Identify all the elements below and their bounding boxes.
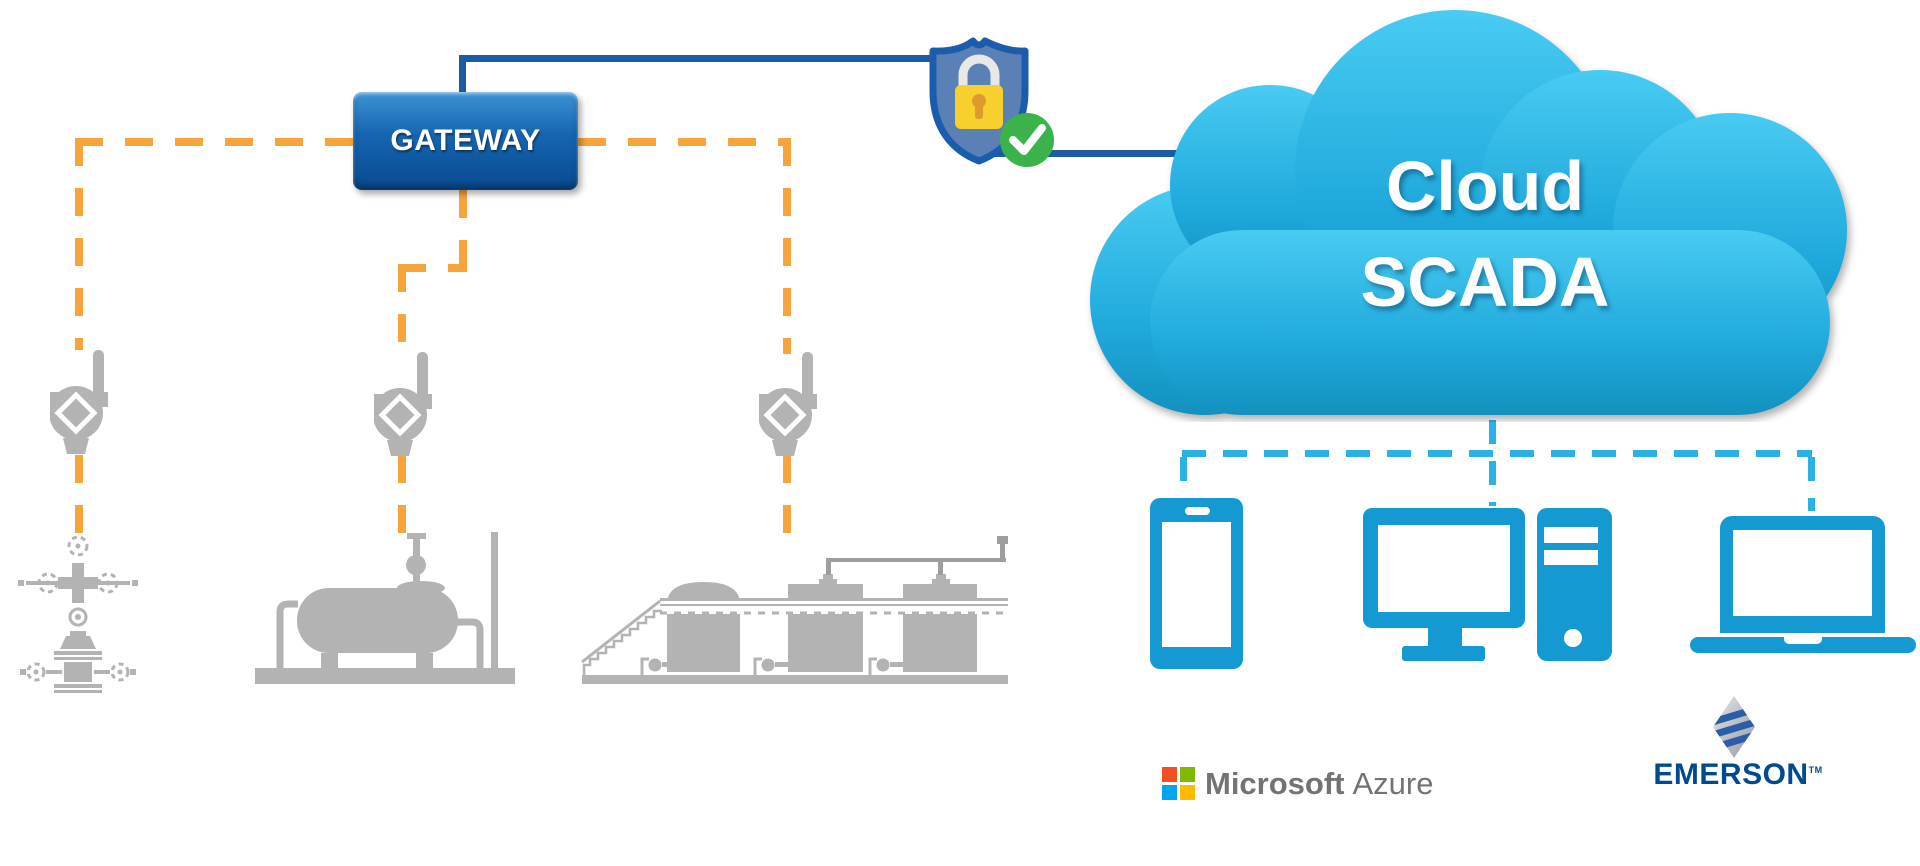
- emerson-wordmark: EMERSON: [1653, 758, 1809, 791]
- monitor-screen: [1378, 525, 1510, 612]
- emerson-diamond-icon: [1713, 696, 1755, 758]
- storage-tank-icon: [255, 532, 515, 684]
- gateway-node: GATEWAY: [353, 92, 578, 190]
- laptop-screen: [1733, 530, 1872, 616]
- monitor-stand-base: [1402, 646, 1485, 661]
- smartphone-icon: [1150, 498, 1243, 669]
- check-circle-icon: [1000, 113, 1054, 167]
- phone-screen: [1162, 522, 1231, 647]
- cloud-title-line2: SCADA: [1360, 243, 1610, 321]
- azure-word-azure: Azure: [1352, 766, 1434, 801]
- microsoft-square-green: [1180, 767, 1195, 782]
- laptop-icon: [1720, 516, 1885, 633]
- computer-tower-icon: [1537, 508, 1612, 661]
- microsoft-square-blue: [1162, 785, 1177, 800]
- monitor-stand-neck: [1428, 628, 1462, 646]
- flow-meter-icon: [18, 535, 138, 693]
- wireless-path-mid-vertical2: [398, 264, 406, 354]
- gateway-label: GATEWAY: [390, 124, 541, 157]
- shield-lock-icon: [929, 37, 1054, 167]
- cloud-icon: [1090, 10, 1847, 415]
- tank-farm-icon: [581, 536, 1008, 684]
- wireless-transmitter-icon: [374, 352, 432, 456]
- azure-word-microsoft: Microsoft: [1205, 766, 1345, 801]
- tower-power-button: [1564, 629, 1582, 647]
- wireless-path-right-vertical: [783, 138, 791, 354]
- laptop-base: [1690, 637, 1916, 653]
- transmitter1-drop: [75, 455, 83, 537]
- wireless-path-mid-vertical1: [459, 190, 467, 268]
- tower-drive-slot: [1544, 550, 1598, 565]
- cloud-title: Cloud SCADA: [1160, 138, 1810, 330]
- wireless-path-right-horizontal: [578, 138, 791, 146]
- cloud-drop-line: [1489, 420, 1496, 506]
- microsoft-squares-icon: [1162, 767, 1177, 782]
- gateway-uplink-line: [459, 55, 466, 95]
- phone-drop-line: [1180, 457, 1187, 499]
- shield-to-cloud-line: [988, 150, 1185, 157]
- gateway-to-shield-line: [459, 55, 992, 62]
- cloud-title-line1: Cloud: [1385, 147, 1585, 225]
- emerson-tm: TM: [1808, 765, 1823, 775]
- phone-speaker: [1185, 507, 1210, 515]
- emerson-logo-text: EMERSONTM: [1618, 758, 1858, 792]
- wireless-path-left-horizontal: [75, 138, 353, 146]
- laptop-notch: [1784, 637, 1822, 644]
- tower-drive-slot: [1544, 527, 1598, 543]
- wireless-transmitter-icon: [759, 352, 817, 456]
- client-bus-line: [1182, 450, 1812, 457]
- laptop-drop-line: [1808, 457, 1815, 511]
- transmitter2-drop: [398, 455, 406, 533]
- desktop-monitor-icon: [1363, 508, 1525, 628]
- transmitter3-drop: [783, 455, 791, 533]
- wireless-transmitter-icon: [50, 350, 108, 454]
- wireless-path-left-vertical: [75, 138, 83, 350]
- microsoft-square-yellow: [1180, 785, 1195, 800]
- wireless-path-mid-jog: [398, 264, 467, 272]
